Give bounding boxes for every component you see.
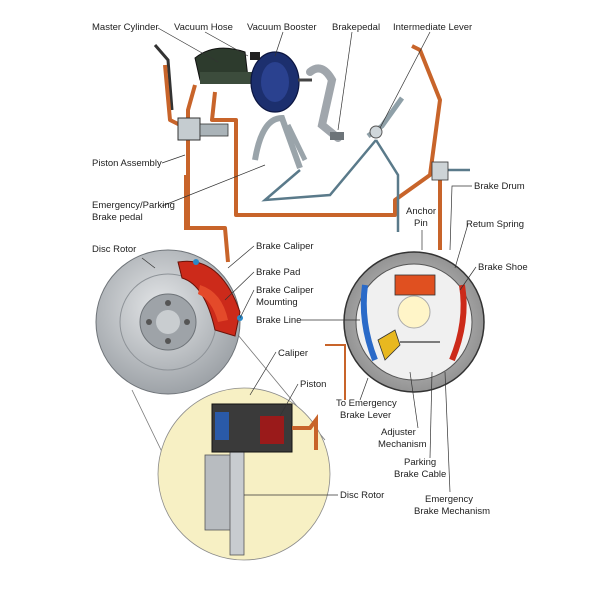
label-emergency-parking-pedal: Emergency/Parking — [92, 200, 175, 211]
brake-pedal — [306, 64, 344, 142]
piston-assembly — [177, 117, 229, 141]
label-to-emergency-lever: To Emergency — [336, 398, 397, 409]
label-brake-pedal: Brakepedal — [332, 22, 380, 33]
label-intermediate-lever: Intermediate Lever — [393, 22, 472, 33]
label-brake-pad: Brake Pad — [256, 267, 300, 278]
label-return-spring: Retum Spring — [466, 219, 524, 230]
vacuum-booster — [250, 51, 312, 113]
leader-lines — [141, 27, 477, 496]
label-caliper: Caliper — [278, 348, 308, 359]
label-adjuster-mechanism: Adjuster — [381, 427, 416, 438]
label-brake-drum: Brake Drum — [474, 181, 525, 192]
label-anchor-pin: Anchor — [406, 206, 436, 217]
label-anchor-pin: Pin — [414, 218, 428, 229]
label-parking-brake-cable: Parking — [404, 457, 436, 468]
drum-brake — [343, 251, 485, 393]
label-disc-rotor-top: Disc Rotor — [92, 244, 136, 255]
zoom-detail — [157, 387, 331, 561]
label-piston-assembly: Piston Assembly — [92, 158, 162, 169]
label-caliper-mounting: Brake Caliper — [256, 285, 314, 296]
emergency-parking-pedal — [252, 114, 308, 170]
label-brake-shoe: Brake Shoe — [478, 262, 528, 273]
label-master-cylinder: Master Cylinder — [92, 22, 159, 33]
label-vacuum-hose: Vacuum Hose — [174, 22, 233, 33]
label-disc-rotor-bottom: Disc Rotor — [340, 490, 384, 501]
label-parking-brake-cable: Brake Cable — [394, 469, 446, 480]
intermediate-lever — [366, 96, 405, 139]
label-brake-line: Brake Line — [256, 315, 301, 326]
label-piston: Piston — [300, 379, 326, 390]
label-caliper-mounting: Moumting — [256, 297, 298, 308]
brake-caliper — [177, 259, 243, 337]
label-adjuster-mechanism: Mechanism — [378, 439, 427, 450]
label-vacuum-booster: Vacuum Booster — [247, 22, 317, 33]
label-to-emergency-lever: Brake Lever — [340, 410, 391, 421]
label-emergency-brake-mechanism: Emergency — [425, 494, 473, 505]
brake-lines — [163, 44, 442, 263]
label-emergency-brake-mechanism: Brake Mechanism — [414, 506, 490, 517]
label-brake-caliper: Brake Caliper — [256, 241, 314, 252]
to-emergency-lever-stub — [325, 344, 346, 400]
drum-connector — [431, 161, 449, 181]
reservoir-cap — [153, 44, 174, 111]
label-emergency-parking-pedal: Brake pedal — [92, 212, 143, 223]
